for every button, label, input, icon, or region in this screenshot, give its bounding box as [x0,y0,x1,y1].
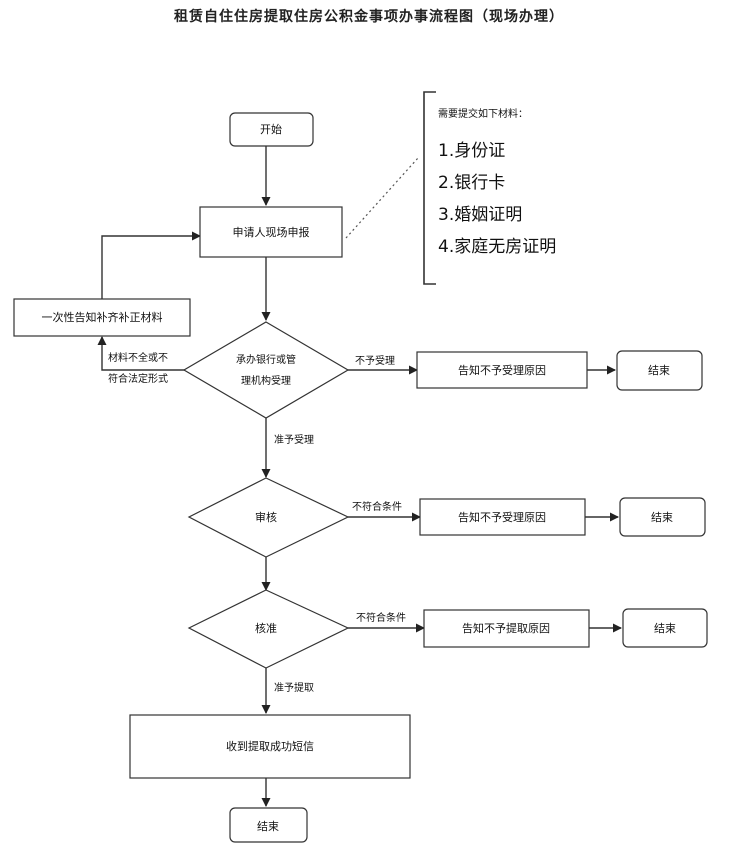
node-sms [129,714,411,779]
node-end-3-label: 结束 [654,622,676,635]
node-notify-once-label: 一次性告知补齐补正材料 [42,310,163,324]
node-review-label: 审核 [255,510,277,524]
node-reject-reason-2-label: 告知不予受理原因 [458,510,546,524]
node-start-label: 开始 [260,122,282,136]
edge-label-incomplete-2: 符合法定形式 [108,372,168,385]
node-end-2 [619,497,706,537]
edge-decision-notify [97,336,188,371]
node-end-2-label: 结束 [651,511,673,524]
node-end-3 [622,608,708,648]
edge-label-accepted: 准予受理 [274,434,314,446]
node-approve-label: 核准 [255,621,277,635]
node-reject-reason-3 [423,609,590,648]
node-approve [187,589,350,669]
node-end-final [229,807,308,843]
node-reject-reason-3-label: 告知不予提取原因 [462,621,550,635]
node-accept-decision [182,321,350,419]
node-reject-reason-1 [416,351,588,389]
node-apply-label: 申请人现场申报 [233,225,310,239]
node-start [229,112,314,147]
materials-heading: 需要提交如下材料： [438,107,528,120]
edge-label-approved: 准予提取 [274,682,314,694]
edge-notify-apply [101,231,201,299]
node-apply [199,206,343,258]
annotation-link [345,157,419,239]
materials-item-3: 3.婚姻证明 [438,205,522,225]
node-end-1-label: 结束 [648,364,670,377]
node-sms-label: 收到提取成功短信 [226,739,314,753]
node-end-1 [616,350,703,391]
edge-label-not-qualified-2: 不符合条件 [356,611,406,624]
node-accept-decision-line1: 承办银行或管 [236,353,296,366]
node-accept-decision-line2: 理机构受理 [241,374,291,387]
edge-label-not-qualified-1: 不符合条件 [352,500,402,513]
edge-label-incomplete-1: 材料不全或不 [108,351,168,364]
flowchart-title: 租赁自住住房提取住房公积金事项办事流程图（现场办理） [174,9,564,25]
materials-item-1: 1.身份证 [438,141,505,161]
materials-bracket [423,91,436,285]
node-notify-once [13,298,191,337]
materials-item-2: 2.银行卡 [438,173,505,193]
node-review [187,477,350,558]
materials-item-4: 4.家庭无房证明 [438,237,556,257]
node-end-final-label: 结束 [257,820,279,833]
edge-label-not-accepted: 不予受理 [355,355,395,367]
node-reject-reason-2 [419,498,586,536]
node-reject-reason-1-label: 告知不予受理原因 [458,363,546,377]
